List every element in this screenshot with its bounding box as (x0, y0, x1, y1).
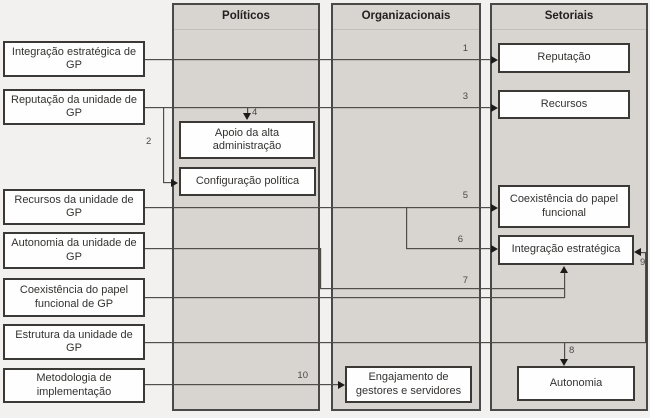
connector-7-label: 7 (462, 275, 468, 286)
arrow-8-head (560, 359, 568, 366)
panel-setoriais-title: Setoriais (544, 10, 594, 22)
politicos-box-apoio-alta-administracao-label: Apoio da alta administração (212, 126, 282, 152)
connector-10-line (145, 384, 338, 385)
connector-8-9-line (145, 342, 646, 343)
connector-3-line (145, 107, 492, 108)
politicos-box-apoio-alta-administracao: Apoio da alta administração (179, 121, 315, 159)
connector-4-label: 4 (252, 107, 258, 118)
arrow-7-head (560, 266, 568, 273)
connector-7-autonomia-line (145, 248, 321, 249)
setoriais-box-integracao-estrategica: Integração estratégica (498, 235, 634, 265)
source-box-estrutura-unidade-gp: Estrutura da unidade de GP (3, 324, 145, 360)
connector-7-vline (564, 272, 565, 298)
arrow-3-head (491, 104, 498, 112)
setoriais-box-recursos: Recursos (498, 90, 630, 119)
politicos-box-configuracao-politica: Configuração política (179, 167, 316, 196)
setoriais-box-reputacao-label: Reputação (537, 51, 591, 64)
panel-politicos-title: Políticos (222, 10, 270, 22)
setoriais-box-coexistencia-papel-funcional-label: Coexistência do papel funcional (509, 193, 619, 219)
setoriais-box-autonomia-label: Autonomia (549, 376, 603, 389)
connector-8-label: 8 (569, 345, 575, 356)
source-box-reputacao-unidade-gp: Reputação da unidade de GP (3, 89, 145, 125)
connector-1-label: 1 (462, 43, 468, 54)
connector-1-line (145, 59, 492, 60)
setoriais-box-autonomia: Autonomia (517, 366, 635, 401)
source-box-coexistencia-papel-gp: Coexistência do papel funcional de GP (3, 278, 145, 317)
panel-setoriais-title-rule (492, 29, 646, 30)
source-box-coexistencia-papel-gp-label: Coexistência do papel funcional de GP (19, 284, 129, 310)
arrow-6-head (491, 245, 498, 253)
arrow-5-head (491, 204, 498, 212)
connector-2-vline (163, 108, 164, 183)
setoriais-box-recursos-label: Recursos (540, 97, 588, 110)
connector-9-label: 9 (640, 257, 646, 268)
connector-9-vline (645, 252, 646, 343)
arrow-9-head (634, 248, 641, 256)
source-box-recursos-unidade-gp-label: Recursos da unidade de GP (14, 193, 134, 219)
connector-5-line (145, 207, 491, 208)
connector-5-label: 5 (462, 190, 468, 201)
connector-7-drop-vline (320, 248, 321, 289)
connector-2-hline (163, 182, 176, 183)
organizacionais-box-engajamento-label: Engajamento de gestores e servidores (355, 371, 462, 397)
source-box-metodologia-implementacao: Metodologia de implementação (3, 368, 145, 403)
source-box-metodologia-implementacao-label: Metodologia de implementação (36, 372, 112, 398)
setoriais-box-integracao-estrategica-label: Integração estratégica (511, 243, 621, 256)
source-box-integracao-estrategica-gp: Integração estratégica de GP (3, 41, 145, 77)
panel-organizacionais-title-rule (333, 29, 479, 30)
source-box-integracao-estrategica-gp-label: Integração estratégica de GP (11, 45, 137, 71)
setoriais-box-coexistencia-papel-funcional: Coexistência do papel funcional (498, 185, 630, 228)
connector-6-label: 6 (457, 234, 463, 245)
arrow-2-head (171, 179, 178, 187)
source-box-autonomia-unidade-gp-label: Autonomia da unidade de GP (11, 237, 137, 263)
connector-7-upper-hline (320, 288, 565, 289)
connector-6-vline (406, 207, 407, 249)
panel-politicos-title-rule (174, 29, 318, 30)
arrow-10-head (338, 381, 345, 389)
organizacionais-box-engajamento: Engajamento de gestores e servidores (345, 366, 472, 403)
connector-3-label: 3 (462, 91, 468, 102)
source-box-estrutura-unidade-gp-label: Estrutura da unidade de GP (15, 328, 133, 354)
connector-10-label: 10 (297, 370, 308, 381)
source-box-reputacao-unidade-gp-label: Reputação da unidade de GP (11, 93, 137, 119)
setoriais-box-reputacao: Reputação (498, 43, 630, 73)
politicos-box-configuracao-politica-label: Configuração política (195, 174, 300, 187)
connector-8-vline (564, 343, 565, 360)
connector-2-label: 2 (146, 136, 152, 147)
panel-organizacionais-title: Organizacionais (361, 10, 451, 22)
connector-7-coexistencia-line (145, 297, 565, 298)
connector-4-vline (247, 108, 248, 115)
arrow-4-head (243, 113, 251, 120)
source-box-recursos-unidade-gp: Recursos da unidade de GP (3, 189, 145, 225)
connector-6-hline (406, 248, 491, 249)
connector-9-hline (640, 252, 646, 253)
arrow-1-head (491, 56, 498, 64)
source-box-autonomia-unidade-gp: Autonomia da unidade de GP (3, 232, 145, 269)
